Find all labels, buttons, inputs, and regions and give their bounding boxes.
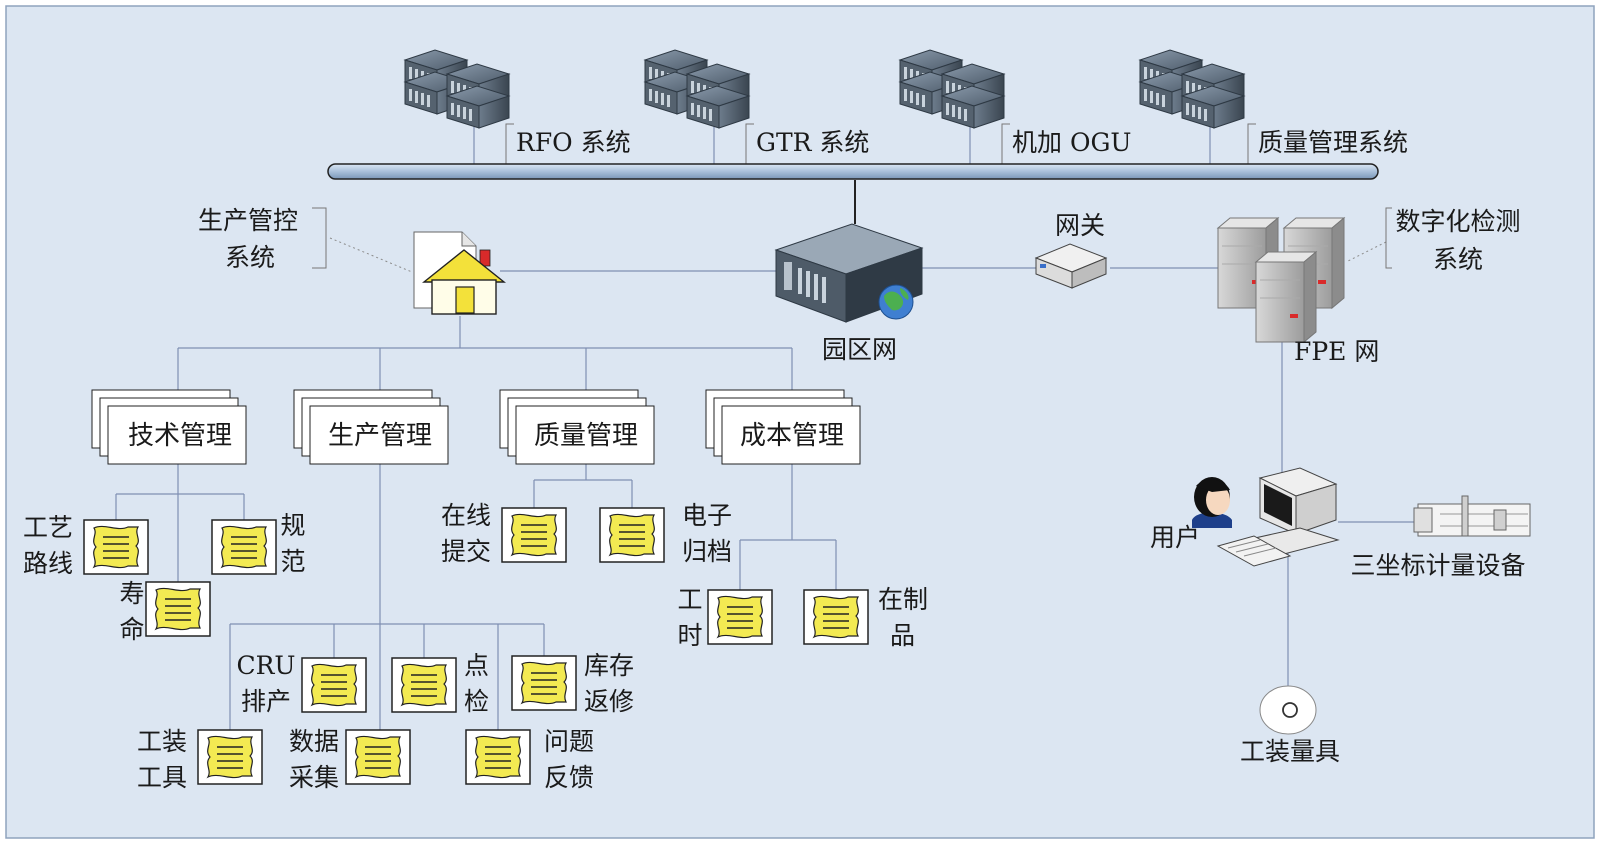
production-management-box: 生产管理 <box>293 389 449 465</box>
life-doc-icon <box>145 581 211 637</box>
rfo-system-label: RFO 系统 <box>516 128 631 157</box>
gauge-label: 工装量具 <box>1240 737 1340 766</box>
life-label-1: 寿 <box>119 579 144 608</box>
e-archive-label-2: 归档 <box>682 537 732 566</box>
ogu-system-label: 机加 OGU <box>1012 128 1131 157</box>
process-route-label-2: 路线 <box>23 549 73 578</box>
connection-lines <box>115 122 1416 736</box>
computer-icon <box>1216 467 1340 567</box>
digital-inspection-label-line1: 数字化检测 <box>1395 207 1520 236</box>
production-management-label: 生产管理 <box>328 421 432 451</box>
spot-check-label-1: 点 <box>464 651 489 680</box>
inventory-doc-icon <box>511 655 577 711</box>
e-archive-label-1: 电子 <box>682 501 732 530</box>
life-label-2: 命 <box>119 615 144 644</box>
campus-network-label: 园区网 <box>822 335 897 364</box>
cru-label-1: CRU <box>236 651 295 680</box>
campus-network-server-icon <box>774 223 924 323</box>
production-control-house-icon <box>413 231 506 315</box>
gtr-system-label: GTR 系统 <box>756 128 869 157</box>
work-hours-label-2: 时 <box>677 621 702 650</box>
tooling-label-1: 工装 <box>137 727 187 756</box>
work-hours-label-1: 工 <box>677 585 702 614</box>
quality-system-label: 质量管理系统 <box>1258 128 1408 157</box>
production-control-label-line2: 系统 <box>225 243 275 272</box>
spot-check-doc-icon <box>391 657 457 713</box>
process-route-doc-icon <box>83 519 149 575</box>
data-collect-doc-icon <box>345 729 411 785</box>
online-submit-label-1: 在线 <box>441 501 491 530</box>
gateway-icon <box>1034 243 1108 289</box>
wip-label-2: 品 <box>890 621 915 650</box>
gateway-label: 网关 <box>1055 211 1105 240</box>
tooling-doc-icon <box>197 729 263 785</box>
cmm-device-label: 三坐标计量设备 <box>1350 551 1525 580</box>
inventory-label-2: 返修 <box>584 687 634 716</box>
cru-doc-icon <box>301 657 367 713</box>
tech-management-box: 技术管理 <box>91 389 247 465</box>
online-submit-doc-icon <box>501 507 567 563</box>
online-submit-label-2: 提交 <box>441 537 491 566</box>
quality-management-label: 质量管理 <box>534 421 638 451</box>
gauge-disc-icon <box>1259 685 1317 735</box>
tech-management-label: 技术管理 <box>128 421 232 451</box>
inventory-label-1: 库存 <box>584 651 634 680</box>
quality-management-box: 质量管理 <box>499 389 655 465</box>
wip-label-1: 在制 <box>878 585 928 614</box>
cost-management-label: 成本管理 <box>740 421 844 451</box>
cmm-device-icon <box>1413 495 1531 537</box>
tooling-label-2: 工具 <box>137 763 187 792</box>
process-route-label-1: 工艺 <box>23 513 73 542</box>
user-person-icon <box>1192 477 1232 528</box>
spec-label-2: 范 <box>280 547 305 576</box>
data-collect-label-1: 数据 <box>289 727 339 756</box>
cost-management-box: 成本管理 <box>705 389 861 465</box>
cru-label-2: 排产 <box>241 687 291 716</box>
feedback-doc-icon <box>465 729 531 785</box>
data-collect-label-2: 采集 <box>289 763 339 792</box>
inspection-server-icon-3 <box>1255 251 1317 343</box>
production-control-label-line1: 生产管控 <box>198 206 298 235</box>
feedback-label-1: 问题 <box>544 727 594 756</box>
e-archive-doc-icon <box>599 507 665 563</box>
spec-doc-icon <box>211 519 277 575</box>
wip-doc-icon <box>803 589 869 645</box>
feedback-label-2: 反馈 <box>544 763 594 792</box>
work-hours-doc-icon <box>707 589 773 645</box>
spot-check-label-2: 检 <box>464 687 489 716</box>
fpe-network-label: FPE 网 <box>1294 337 1379 366</box>
user-label: 用户 <box>1150 523 1200 552</box>
digital-inspection-label-line2: 系统 <box>1433 245 1483 274</box>
backbone-bus <box>327 163 1379 180</box>
spec-label-1: 规 <box>280 511 305 540</box>
